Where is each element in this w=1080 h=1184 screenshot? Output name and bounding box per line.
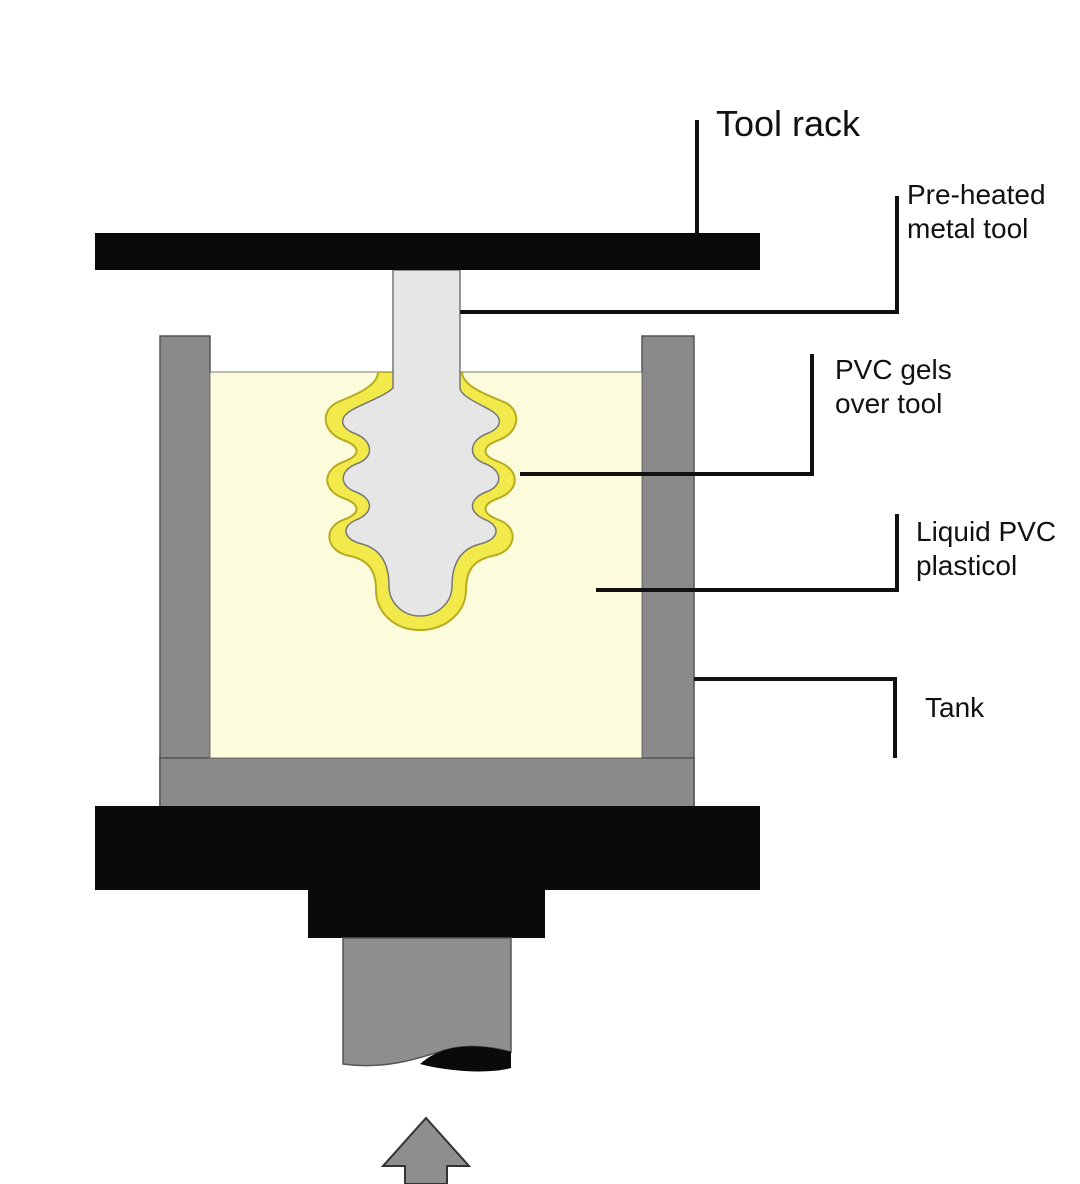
tank-left-wall [159, 335, 211, 809]
preheated-metal-tool [342, 269, 500, 617]
label-preheated-line1: Pre-heated [907, 179, 1046, 210]
leader-pvc-gels [520, 354, 814, 476]
label-tank: Tank [925, 691, 984, 725]
label-preheated-metal-tool: Pre-heated metal tool [907, 178, 1046, 246]
label-liquid-line2: plasticol [916, 550, 1018, 582]
base-block [308, 888, 545, 938]
label-preheated-line2: metal tool [907, 213, 1029, 245]
label-gels-line2: over tool [835, 388, 943, 420]
base-plate [95, 806, 760, 890]
leader-preheated-tool [460, 196, 899, 314]
tank-right-wall [641, 335, 695, 809]
leader-tank [694, 677, 897, 758]
label-liquid-line1: Liquid PVC [916, 516, 1057, 547]
label-tank-text: Tank [925, 692, 985, 723]
piston-cut-end [420, 1046, 511, 1072]
leader-lines [460, 120, 899, 758]
label-liquid-pvc: Liquid PVC plasticol [916, 515, 1056, 583]
label-gels-line1: PVC gels [835, 354, 952, 385]
piston [342, 937, 512, 1067]
tank-bottom [159, 757, 695, 809]
label-pvc-gels: PVC gels over tool [835, 353, 952, 421]
up-arrow-icon [380, 1116, 472, 1184]
leader-liquid-pvc [596, 514, 899, 592]
label-tool-rack-text: Tool rack [716, 103, 861, 144]
label-tool-rack: Tool rack [716, 102, 860, 146]
tool-rack-bar [95, 233, 760, 270]
